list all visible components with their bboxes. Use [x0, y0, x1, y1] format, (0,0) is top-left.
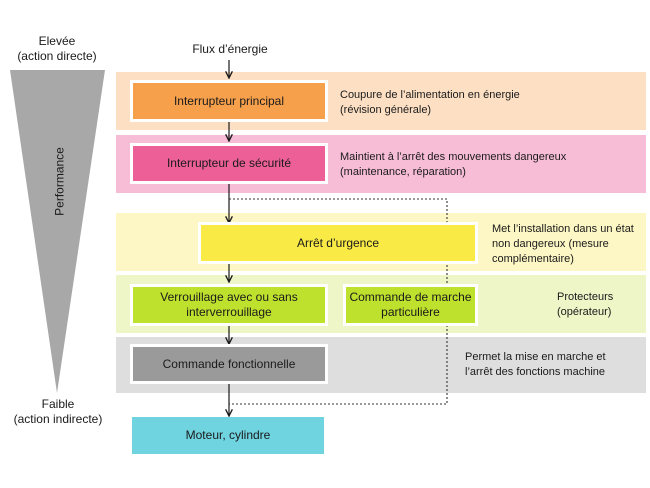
- safety-switch-note: Maintient à l’arrêt des mouvements dange…: [340, 151, 567, 178]
- functional-control-box: Commande fonctionnelle: [130, 344, 328, 384]
- emergency-stop-box: Arrêt d’urgence: [198, 222, 478, 264]
- interlock-box: Verrouillage avec ou sans interverrouill…: [130, 284, 328, 326]
- main-switch-box: Interrupteur principal: [130, 80, 328, 122]
- performance-bottom-label: Faible (action indirecte): [13, 397, 103, 426]
- safety-switch-box: Interrupteur de sécurité: [130, 143, 328, 184]
- special-start-control-box: Commande de marche particulière: [343, 284, 478, 326]
- performance-top-label: Elevée (action directe): [17, 34, 97, 63]
- emergency-stop-note: Met l’installation dans un état non dang…: [492, 223, 634, 265]
- interlock-note: Protecteurs (opérateur): [557, 291, 614, 318]
- performance-triangle: [10, 70, 105, 393]
- motor-cylinder-box: Moteur, cylindre: [132, 417, 324, 454]
- performance-axis-label: Performance: [52, 147, 67, 216]
- functional-control-note: Permet la mise en marche et l’arrêt des …: [465, 351, 606, 378]
- main-switch-note: Coupure de l’alimentation en énergie (ré…: [340, 89, 520, 116]
- energy-flow-label: Flux d’énergie: [192, 42, 268, 56]
